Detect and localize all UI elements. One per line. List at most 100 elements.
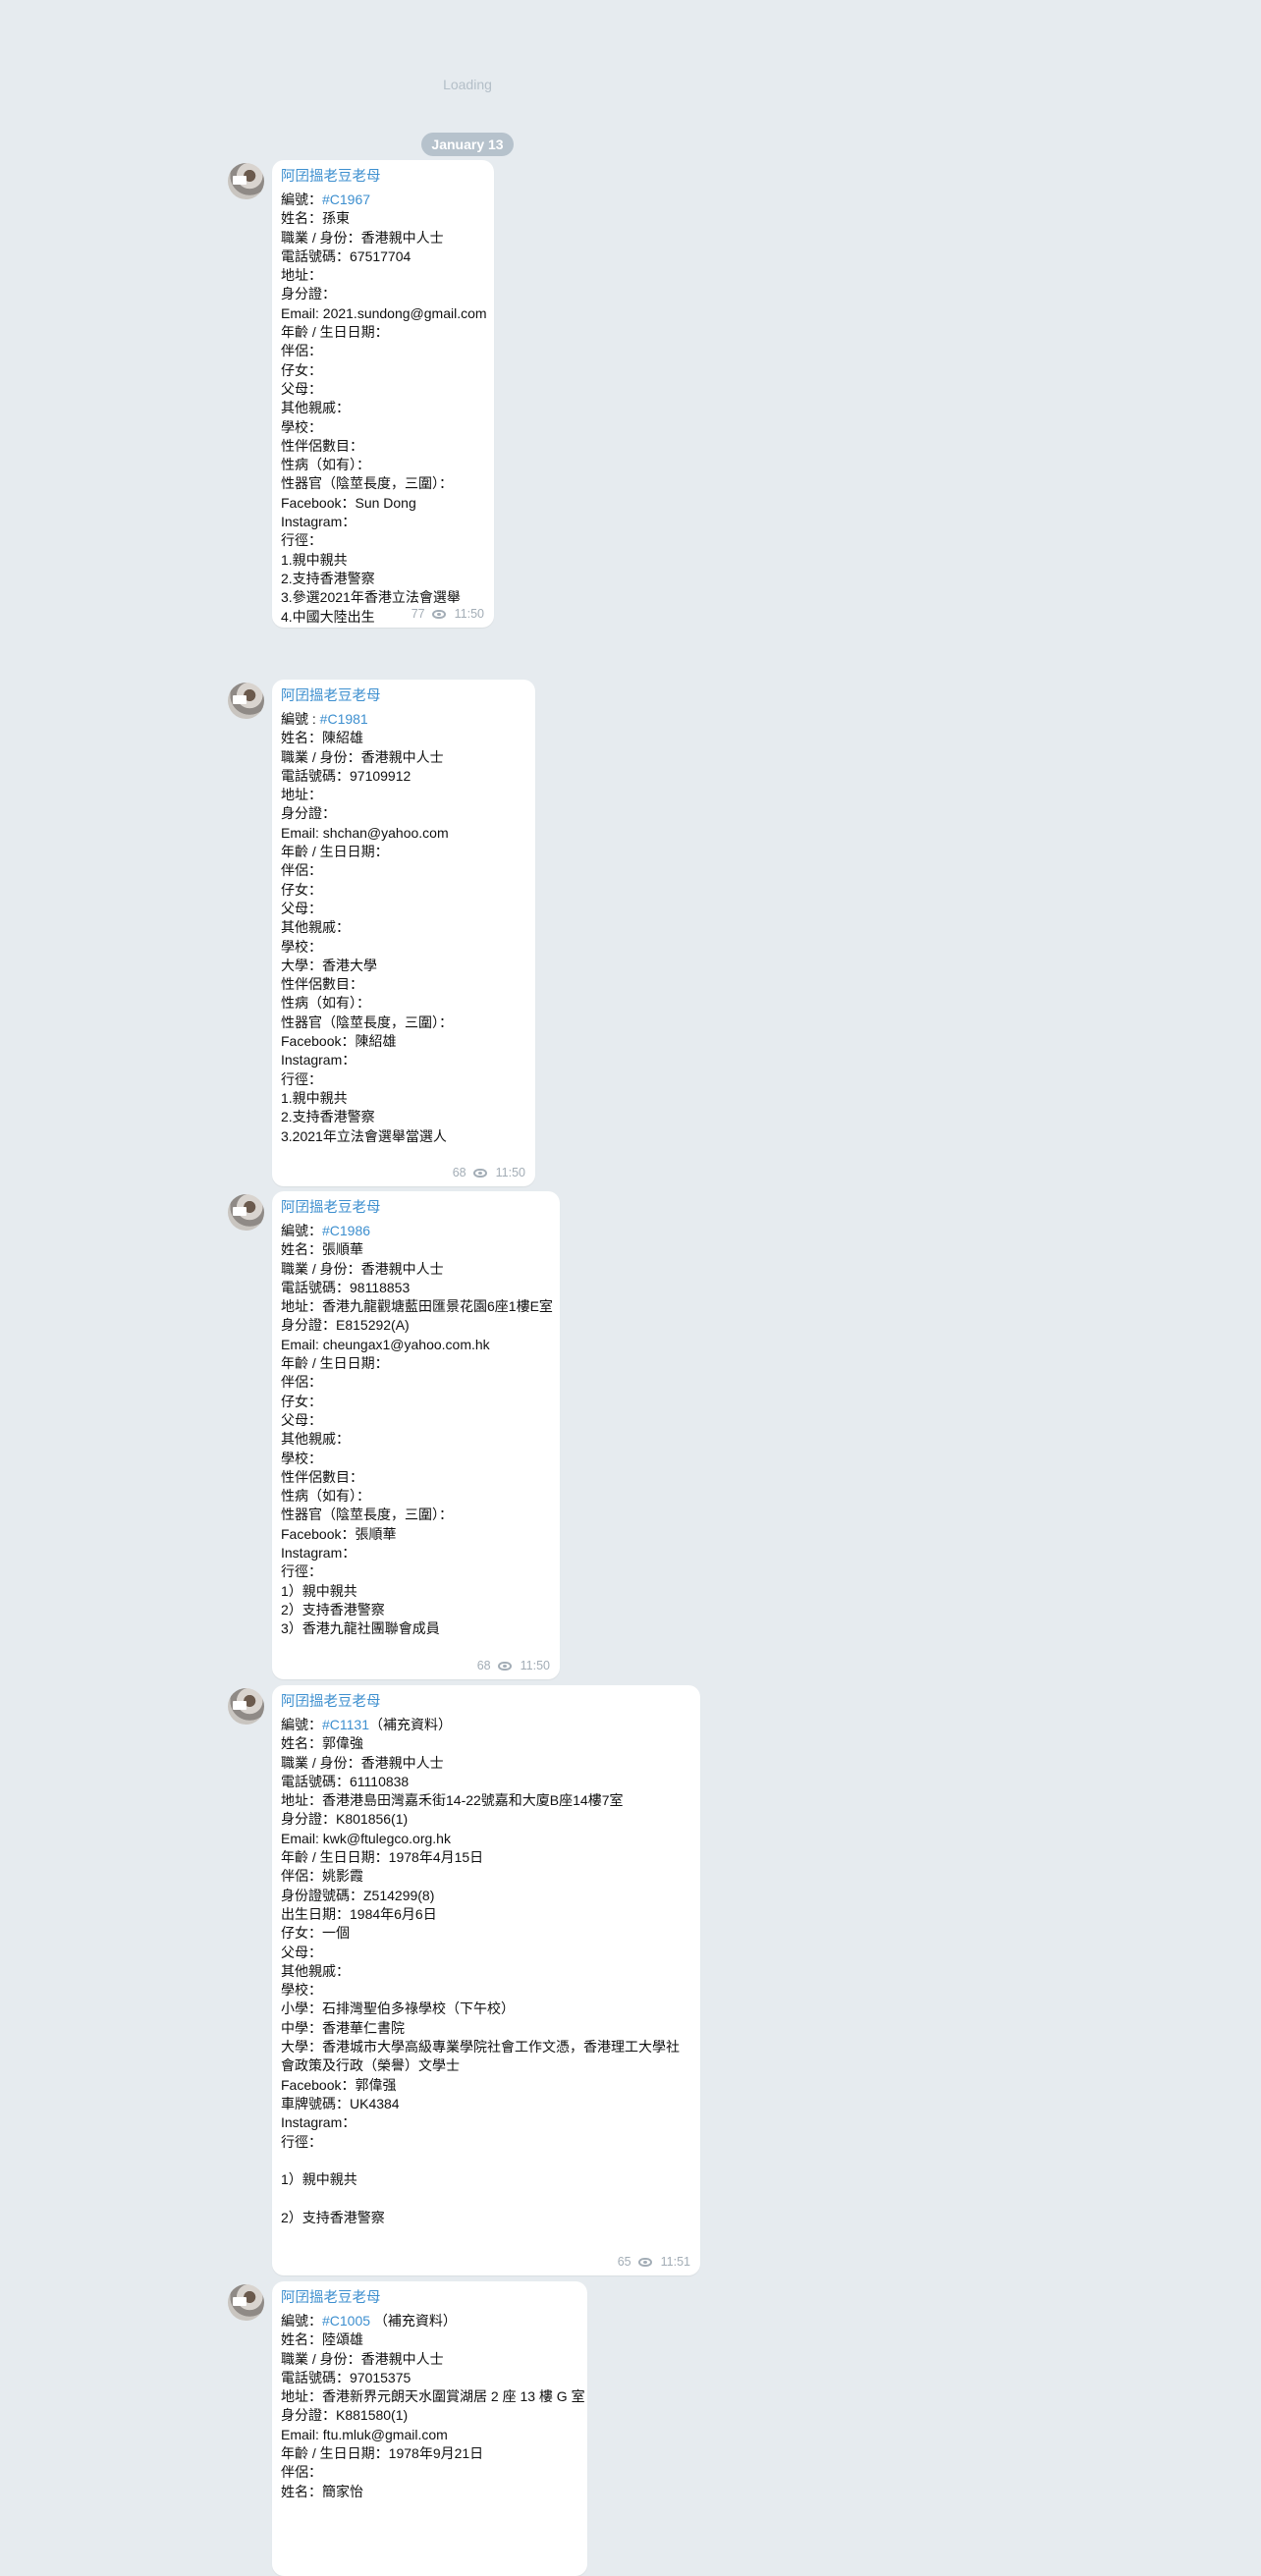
message-line: 其他親戚： bbox=[281, 1962, 350, 1979]
message-line: 大學：香港城市大學高級專業學院社會工作文憑，香港理工大學社 bbox=[281, 2039, 680, 2055]
message-line: 電話號碼：61110838 bbox=[281, 1773, 410, 1789]
message-line: 身分證：K881580(1) bbox=[281, 2407, 409, 2424]
message-line: 行徑： bbox=[281, 2133, 322, 2150]
message-line: 會政策及行政（榮譽）文學士 bbox=[281, 2057, 460, 2074]
message-line: 年齡 / 生日日期： bbox=[281, 324, 389, 341]
message-line: 行徑： bbox=[281, 532, 322, 549]
message-line: 職業 / 身份：香港親中人士 bbox=[281, 1260, 444, 1277]
message-line: 職業 / 身份：香港親中人士 bbox=[281, 1754, 444, 1771]
record-id-line: 編號 : #C1981 bbox=[281, 710, 525, 729]
message-line: 其他親戚： bbox=[281, 400, 350, 416]
message-line: 身份證號碼：Z514299(8) bbox=[281, 1887, 435, 1903]
message-line: 1）親中親共 bbox=[281, 1582, 357, 1599]
message-line: 年齡 / 生日日期：1978年9月21日 bbox=[281, 2445, 484, 2462]
message-line: 伴侶： bbox=[281, 862, 322, 879]
message-line: 2.支持香港警察 bbox=[281, 1109, 375, 1125]
message-line: 性病（如有）： bbox=[281, 457, 370, 473]
hashtag-link[interactable]: #C1986 bbox=[322, 1223, 371, 1238]
message-line: Facebook：Sun Dong bbox=[281, 494, 416, 511]
avatar[interactable] bbox=[228, 2284, 264, 2321]
message-line: 2）支持香港警察 bbox=[281, 2209, 385, 2225]
sender-name[interactable]: 阿囝搵老豆老母 bbox=[281, 2290, 381, 2306]
message-line: Facebook：張順華 bbox=[281, 1525, 397, 1542]
record-id-label: 編號： bbox=[281, 192, 322, 207]
message-time: 11:50 bbox=[495, 1166, 525, 1179]
message-line: 地址： bbox=[281, 267, 322, 284]
message-line: 身分證：E815292(A) bbox=[281, 1317, 410, 1334]
message-line: 姓名：陳紹雄 bbox=[281, 730, 363, 746]
message-line: 小學：石排灣聖伯多祿學校（下午校） bbox=[281, 2001, 515, 2017]
message-line: 姓名：郭偉強 bbox=[281, 1735, 363, 1752]
message-line: 性器官（陰莖長度，三圍）： bbox=[281, 475, 453, 492]
message-line: 電話號碼：97109912 bbox=[281, 767, 411, 784]
sender-name[interactable]: 阿囝搵老豆老母 bbox=[281, 688, 381, 704]
message-line: 其他親戚： bbox=[281, 1431, 350, 1448]
message-line: Instagram： bbox=[281, 1545, 356, 1562]
message-line: 地址：香港新界元朗天水圍賞湖居 2 座 13 樓 G 室 bbox=[281, 2388, 585, 2405]
record-id-line: 編號：#C1967 bbox=[281, 191, 484, 209]
message-line: 3.參選2021年香港立法會選舉 bbox=[281, 589, 461, 606]
message-line: 學校： bbox=[281, 1982, 322, 1999]
avatar[interactable] bbox=[228, 1194, 264, 1231]
message-line: 性器官（陰莖長度，三圍）： bbox=[281, 1507, 453, 1523]
message-line: 3.2021年立法會選舉當選人 bbox=[281, 1127, 447, 1144]
message-line: 身分證：K801856(1) bbox=[281, 1811, 409, 1828]
message-line: 父母： bbox=[281, 380, 322, 397]
message-line: 身分證： bbox=[281, 286, 336, 302]
message-line: Email: ftu.mluk@gmail.com bbox=[281, 2426, 448, 2442]
date-separator: January 13 bbox=[421, 133, 514, 156]
message-line: 職業 / 身份：香港親中人士 bbox=[281, 2350, 444, 2367]
avatar[interactable] bbox=[228, 163, 264, 199]
record-id-label: 編號： bbox=[281, 1717, 322, 1732]
record-id-suffix: （補充資料） bbox=[369, 1717, 453, 1732]
message-line: 出生日期：1984年6月6日 bbox=[281, 1905, 437, 1922]
eye-icon bbox=[497, 1661, 512, 1671]
message-line: Email: cheungax1@yahoo.com.hk bbox=[281, 1336, 490, 1352]
message-line: 伴侶： bbox=[281, 2464, 322, 2481]
message-line: Facebook：郭偉强 bbox=[281, 2076, 397, 2093]
avatar[interactable] bbox=[228, 1688, 264, 1725]
message-line: 伴侶： bbox=[281, 1374, 322, 1391]
message-line: 4.中國大陸出生 bbox=[281, 608, 375, 625]
message-line: 性伴侶數目： bbox=[281, 976, 363, 993]
message-line: 姓名：簡家怡 bbox=[281, 2483, 363, 2499]
message-line: Instagram： bbox=[281, 1052, 356, 1069]
hashtag-link[interactable]: #C1131 bbox=[322, 1717, 370, 1732]
message-line: 學校： bbox=[281, 938, 322, 955]
message-line: 地址：香港港島田灣嘉禾街14-22號嘉和大廈B座14樓7室 bbox=[281, 1792, 624, 1809]
message-line: 仔女： bbox=[281, 1393, 322, 1409]
message-line: 性病（如有）： bbox=[281, 995, 370, 1012]
message-line: Instagram： bbox=[281, 2114, 356, 2131]
view-count: 68 bbox=[476, 1659, 491, 1672]
hashtag-link[interactable]: #C1005 bbox=[322, 2313, 371, 2329]
message-line: 1）親中親共 bbox=[281, 2171, 357, 2188]
message-line: Email: 2021.sundong@gmail.com bbox=[281, 304, 487, 321]
sender-name[interactable]: 阿囝搵老豆老母 bbox=[281, 1694, 381, 1710]
message-line: 學校： bbox=[281, 1450, 322, 1466]
message-bubble: 阿囝搵老豆老母編號：#C1005 （補充資料）姓名：陸頌雄職業 / 身份：香港親… bbox=[272, 2281, 587, 2576]
message-line: 學校： bbox=[281, 418, 322, 435]
hashtag-link[interactable]: #C1981 bbox=[319, 711, 368, 727]
message-line: 姓名：孫東 bbox=[281, 210, 350, 227]
hashtag-link[interactable]: #C1967 bbox=[322, 192, 371, 207]
message-line: 仔女： bbox=[281, 361, 322, 378]
message-bubble: 阿囝搵老豆老母編號：#C1131（補充資料） 姓名：郭偉強職業 / 身份：香港親中… bbox=[272, 1685, 700, 2275]
message-line: 仔女： bbox=[281, 881, 322, 898]
message-line: Email: kwk@ftulegco.org.hk bbox=[281, 1830, 451, 1846]
message-line: 姓名：陸頌雄 bbox=[281, 2331, 363, 2348]
message-line: 地址： bbox=[281, 787, 322, 803]
message-line: 職業 / 身份：香港親中人士 bbox=[281, 748, 444, 765]
avatar[interactable] bbox=[228, 683, 264, 719]
eye-icon bbox=[472, 1168, 487, 1178]
eye-icon bbox=[431, 609, 446, 619]
message-line: 性病（如有）： bbox=[281, 1488, 370, 1505]
sender-name[interactable]: 阿囝搵老豆老母 bbox=[281, 169, 381, 185]
sender-name[interactable]: 阿囝搵老豆老母 bbox=[281, 1200, 381, 1216]
message-line: 中學：香港華仁書院 bbox=[281, 2019, 405, 2036]
message-line bbox=[281, 2152, 690, 2170]
